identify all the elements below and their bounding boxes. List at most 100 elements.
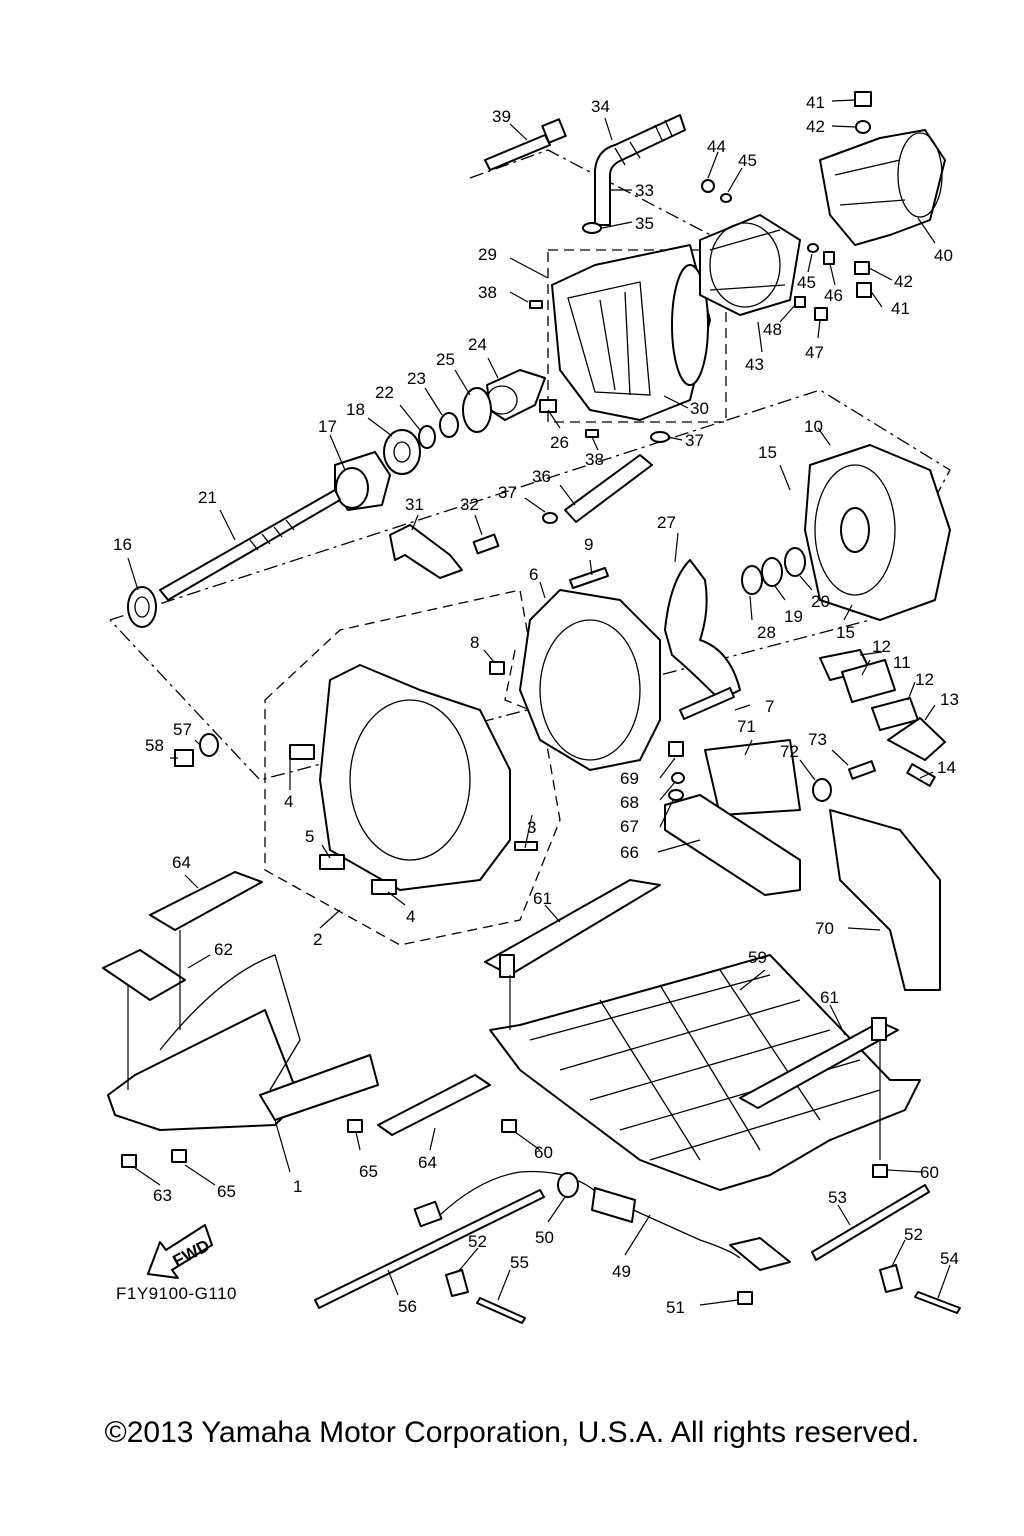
callout-36: 36 [532,467,551,486]
reverse-gate [819,129,946,246]
callout-65: 65 [359,1162,378,1181]
ride-plate-59 [489,954,921,1191]
callout-23: 23 [407,369,426,388]
callout-41: 41 [806,93,825,112]
callout-61b: 61 [820,988,839,1007]
callout-42: 42 [806,117,825,136]
callout-31: 31 [405,495,424,514]
callout-3: 3 [527,818,536,837]
callout-63: 63 [153,1186,172,1205]
callout-45b: 45 [797,273,816,292]
callout-4: 4 [284,792,293,811]
callout-19: 19 [784,607,803,626]
callout-24: 24 [468,335,487,354]
callout-53: 53 [828,1188,847,1207]
duct-link-line [504,649,531,711]
callout-5: 5 [305,827,314,846]
callout-68: 68 [620,793,639,812]
callout-13: 13 [940,690,959,709]
callout-60b: 60 [534,1143,553,1162]
callout-8: 8 [470,633,479,652]
callout-64b: 64 [418,1153,437,1172]
small-hardware-top [529,91,872,524]
callout-57: 57 [173,720,192,739]
callout-38b: 38 [585,450,604,469]
callout-4b: 4 [406,907,415,926]
callout-42b: 42 [894,272,913,291]
mount-1 [107,954,379,1131]
callout-37: 37 [498,483,517,502]
figure-code: F1Y9100-G110 [116,1284,237,1303]
callout-14: 14 [937,758,956,777]
callout-7: 7 [765,697,774,716]
callout-43: 43 [745,355,764,374]
callout-47: 47 [805,343,824,362]
callout-56: 56 [398,1297,417,1316]
impeller-duct [489,589,661,771]
intermediate-housing [804,444,951,621]
washer-57 [199,733,219,757]
callout-22: 22 [375,383,394,402]
callout-49: 49 [612,1262,631,1281]
callout-58: 58 [145,736,164,755]
callout-20: 20 [811,592,830,611]
callout-72: 72 [780,742,799,761]
fwd-arrow-icon [147,1224,213,1279]
callout-46: 46 [824,286,843,305]
callout-50: 50 [535,1228,554,1247]
callout-44: 44 [707,137,726,156]
callout-64: 64 [172,853,191,872]
callout-16: 16 [113,535,132,554]
callout-12: 12 [872,637,891,656]
clips-52-55-54 [445,1264,961,1324]
callout-60: 60 [920,1163,939,1182]
callout-12b: 12 [915,670,934,689]
bolts-bottom [121,1119,888,1305]
cable-tie-56 [314,1189,545,1309]
plate-71-assembly [664,739,876,896]
callout-45: 45 [738,151,757,170]
callout-6: 6 [529,565,538,584]
callout-73: 73 [808,730,827,749]
bracket-31 [389,524,500,579]
callout-41b: 41 [891,299,910,318]
callout-32: 32 [460,495,479,514]
rail-61-lower [739,1017,899,1109]
callout-52: 52 [468,1232,487,1251]
rail-61-upper [484,879,661,978]
bearing-stack [334,369,557,511]
callout-48: 48 [763,320,782,339]
callout-67: 67 [620,817,639,836]
callout-66: 66 [620,843,639,862]
callout-11: 11 [893,653,911,672]
callout-18: 18 [346,400,365,419]
mount-64-lower [377,1074,491,1136]
callout-numbers: 1 2 3 4 4 5 6 7 8 9 10 11 12 12 13 14 15… [113,93,959,1317]
bolt-39 [484,118,567,171]
callout-37b: 37 [685,431,704,450]
mount-64-upper [149,871,263,931]
callout-39: 39 [492,107,511,126]
callout-71: 71 [737,717,756,736]
callout-29: 29 [478,245,497,264]
cooling-hose [594,114,686,226]
callout-15b: 15 [836,623,855,642]
pump-housing [289,664,538,895]
callout-62: 62 [214,940,233,959]
callout-27: 27 [657,513,676,532]
callout-26: 26 [550,433,569,452]
callout-33: 33 [635,181,654,200]
cable-tie-53 [811,1184,930,1261]
steering-nozzle [699,214,801,316]
impeller [664,547,806,701]
housing-group-box [264,589,561,946]
callout-70: 70 [815,919,834,938]
callout-52b: 52 [904,1225,923,1244]
callout-61: 61 [533,889,552,908]
callout-35: 35 [635,214,654,233]
callout-9: 9 [584,535,593,554]
callout-21: 21 [198,488,217,507]
callout-34: 34 [591,97,610,116]
plate-70 [829,809,941,991]
